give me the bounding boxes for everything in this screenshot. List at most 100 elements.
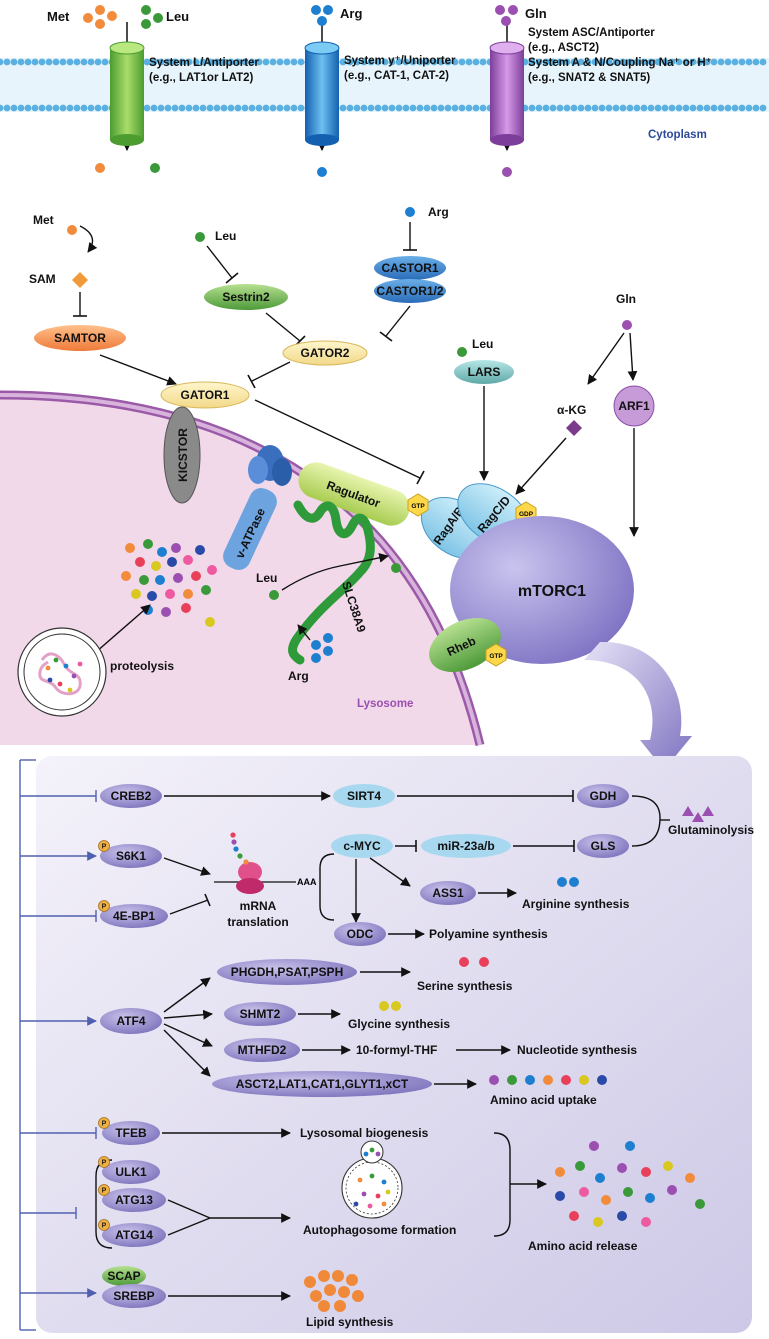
label-gator1: GATOR1 xyxy=(181,388,230,402)
label-lipid: Lipid synthesis xyxy=(306,1315,394,1329)
label-system-y: System y⁺/Uniporter xyxy=(344,55,456,67)
gtp2-badge-icon xyxy=(485,643,507,667)
label-system-an: System A & N/Coupling Na⁺ or H⁺ xyxy=(528,57,712,69)
label-leu2: Leu xyxy=(472,337,493,351)
label-leu3: Leu xyxy=(256,571,277,585)
label-mtorc1: mTORC1 xyxy=(518,583,586,600)
label-gdp: GDP xyxy=(519,511,534,518)
sestrin2-oval xyxy=(204,284,288,310)
akg-diamond-icon xyxy=(566,420,582,436)
aa-release-dots xyxy=(555,1141,705,1227)
label-srebp: SREBP xyxy=(113,1289,154,1303)
label-system-y-eg: (e.g., CAT-1, CAT-2) xyxy=(344,70,449,82)
gdh-oval xyxy=(577,784,629,808)
leu3-dot xyxy=(269,590,279,600)
lipid-droplets-icon xyxy=(304,1270,364,1312)
gls-oval xyxy=(577,834,629,858)
arg3-dots xyxy=(311,633,333,663)
label-thf: 10-formyl-THF xyxy=(356,1043,437,1057)
svg-text:P: P xyxy=(102,1188,107,1195)
samtor-oval xyxy=(34,325,126,351)
transporter-system-l xyxy=(109,22,145,152)
label-samtor: SAMTOR xyxy=(54,331,106,345)
ribosome-icon xyxy=(214,832,296,894)
odc-oval xyxy=(334,922,386,946)
label-kicstor: KICSTOR xyxy=(176,428,190,482)
label-phgdh: PHGDH,PSAT,PSPH xyxy=(231,965,343,979)
atf4-oval xyxy=(100,1008,162,1034)
label-system-asc-eg: (e.g., ASCT2) xyxy=(528,42,599,54)
svg-text:P: P xyxy=(102,1121,107,1128)
label-polyamine: Polyamine synthesis xyxy=(429,927,548,941)
castor1-oval xyxy=(374,256,446,280)
svg-text:P: P xyxy=(102,904,107,911)
label-autophagosome: Autophagosome formation xyxy=(303,1223,456,1237)
autolysosome-icon xyxy=(17,627,107,717)
lysosome-aa-dots xyxy=(121,539,217,627)
label-leu: Leu xyxy=(215,229,236,243)
label-gator2: GATOR2 xyxy=(301,346,350,360)
leu2-dot xyxy=(457,347,467,357)
cmyc-oval xyxy=(331,834,393,858)
rheb-oval xyxy=(429,617,501,673)
label-lyso-bio: Lysosomal biogenesis xyxy=(300,1126,429,1140)
label-system-l: System L/Antiporter xyxy=(149,57,259,69)
label-glutaminolysis: Glutaminolysis xyxy=(668,823,754,837)
label-akg: α-KG xyxy=(557,403,586,417)
label-gln-top: Gln xyxy=(525,6,547,21)
label-shmt2: SHMT2 xyxy=(240,1007,281,1021)
top-gln-dots xyxy=(495,5,518,177)
label-cytoplasm: Cytoplasm xyxy=(648,129,707,141)
label-mrna: mRNA xyxy=(240,899,277,913)
label-arg3: Arg xyxy=(288,669,309,683)
label-met: Met xyxy=(33,213,54,227)
v-atpase xyxy=(223,445,292,570)
gator1-oval xyxy=(160,381,250,409)
label-arg: Arg xyxy=(428,205,449,219)
label-lars: LARS xyxy=(468,365,501,379)
shmt2-oval xyxy=(224,1002,296,1026)
leu-out-dot xyxy=(391,563,401,573)
arf1-circle xyxy=(613,385,655,427)
label-gtp2: GTP xyxy=(489,653,503,660)
label-ulk1: ULK1 xyxy=(115,1165,147,1179)
kicstor-oval xyxy=(163,406,201,504)
phgdh-oval xyxy=(217,959,357,985)
panel-links xyxy=(20,790,97,1298)
label-leu-top: Leu xyxy=(166,9,189,24)
label-translation: translation xyxy=(227,915,288,929)
label-gln: Gln xyxy=(616,292,636,306)
mtorc1-downstream-arrow xyxy=(584,641,692,770)
gtp-badge-icon xyxy=(407,493,429,517)
label-atf4: ATF4 xyxy=(116,1014,145,1028)
label-cmyc: c-MYC xyxy=(343,839,381,853)
gln-dot xyxy=(622,320,632,330)
label-4ebp1: 4E-BP1 xyxy=(113,909,155,923)
label-atg13: ATG13 xyxy=(115,1193,153,1207)
label-odc: ODC xyxy=(347,927,374,941)
4ebp1-oval xyxy=(100,904,168,928)
asct2-oval xyxy=(212,1071,432,1097)
label-gtp: GTP xyxy=(411,503,425,510)
label-glycine: Glycine synthesis xyxy=(348,1017,450,1031)
label-arginine-synth: Arginine synthesis xyxy=(522,897,630,911)
label-gls: GLS xyxy=(591,839,616,853)
ragulator xyxy=(298,462,410,526)
aa-uptake-dots xyxy=(489,1075,607,1085)
glutaminolysis-triangles-icon xyxy=(682,806,714,822)
top-met-dots xyxy=(83,5,117,173)
label-sirt4: SIRT4 xyxy=(347,789,381,803)
sirt4-oval xyxy=(333,784,395,808)
srebp-oval xyxy=(102,1284,166,1308)
label-system-asc: System ASC/Antiporter xyxy=(528,27,655,39)
label-gdh: GDH xyxy=(590,789,617,803)
scap-oval xyxy=(102,1266,146,1286)
label-atg14: ATG14 xyxy=(115,1228,153,1242)
label-castor1: CASTOR1 xyxy=(381,261,438,275)
downstream-panel xyxy=(36,756,752,1333)
atg14-oval xyxy=(102,1223,166,1247)
arg-dot xyxy=(405,207,415,217)
label-system-an-eg: (e.g., SNAT2 & SNAT5) xyxy=(528,72,650,84)
